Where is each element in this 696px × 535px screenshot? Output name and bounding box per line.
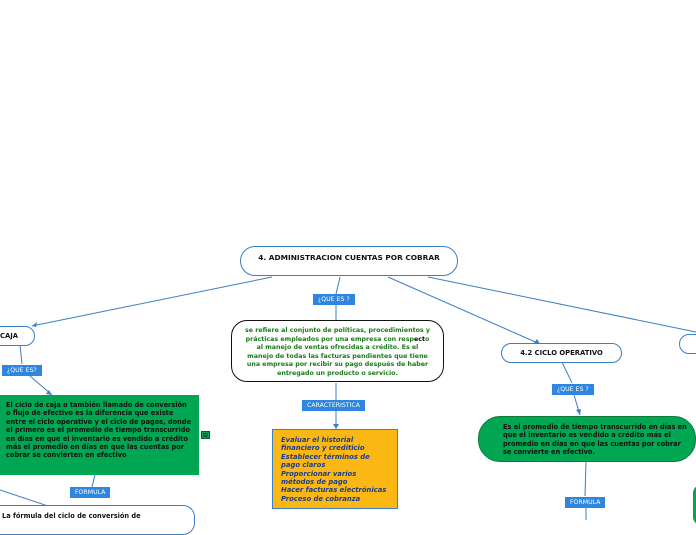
characteristic-line: Proporcionar varios — [281, 469, 357, 478]
definition-node[interactable]: se refiere al conjunto de políticas, pro… — [231, 320, 444, 382]
partial-green-node[interactable] — [693, 485, 696, 525]
notes-icon-glyph — [203, 433, 208, 437]
topic-caja-label: CAJA — [0, 332, 18, 340]
edge-green-formula-right — [584, 461, 587, 497]
edge-root-tag — [335, 276, 341, 295]
notes-icon[interactable] — [201, 431, 210, 439]
characteristic-line: métodos de pago — [281, 478, 348, 487]
tag-que-es[interactable]: ¿QUE ES ? — [313, 294, 355, 305]
edge-root-caja — [31, 276, 273, 327]
topic-ciclo-operativo-label: 4.2 CICLO OPERATIVO — [520, 349, 603, 357]
tag-que-es-right[interactable]: ¿QUE ES ? — [552, 384, 594, 395]
edge-ciclo-tag — [561, 361, 573, 384]
characteristic-line: Proceso de cobranza — [281, 494, 361, 503]
characteristic-line: Hacer facturas electrónicas — [281, 486, 387, 495]
definition-text-cont: o al manejo de ventas ofrecidas a crédit… — [246, 335, 430, 377]
arrowhead — [32, 322, 37, 327]
edge-root-ciclo — [387, 276, 541, 345]
root-title: 4. ADMINISTRACION CUENTAS POR COBRAR — [258, 253, 440, 262]
root-topic[interactable]: 4. ADMINISTRACION CUENTAS POR COBRAR — [240, 246, 458, 276]
characteristic-line: financiero y crediticio — [281, 444, 365, 453]
arrowhead — [534, 339, 540, 344]
caja-definition-node[interactable]: El ciclo de caja o también llamado de co… — [0, 395, 199, 475]
tag-formula-left[interactable]: FORMULA — [70, 487, 111, 498]
arrowhead — [576, 409, 581, 415]
definition-highlight: ect — [413, 335, 425, 343]
characteristic-line: pago claros — [281, 461, 326, 470]
ciclo-definition-text: Es el promedio de tiempo transcurrido en… — [503, 423, 687, 457]
topic-caja[interactable]: CAJA — [0, 326, 35, 346]
edge-root-right — [427, 276, 696, 333]
caja-definition-text: El ciclo de caja o también llamado de co… — [6, 401, 192, 460]
tag-que-es-left[interactable]: ¿QUE ES? — [2, 365, 42, 376]
arrowhead — [46, 390, 52, 395]
characteristics-node[interactable]: Evaluar el historial financiero y credit… — [272, 429, 398, 509]
formula-text-left: La fórmula del ciclo de conversión de — [2, 512, 141, 520]
characteristic-line: Evaluar el historial — [281, 436, 354, 444]
mind-map-canvas: 4. ADMINISTRACION CUENTAS POR COBRAR ¿QU… — [0, 246, 696, 535]
arrowhead — [333, 424, 339, 429]
topic-ciclo-operativo[interactable]: 4.2 CICLO OPERATIVO — [501, 343, 622, 363]
characteristic-line: Establecer términos de — [281, 452, 370, 461]
definition-text: se refiere al conjunto de políticas, pro… — [245, 327, 430, 343]
tag-caracteristica[interactable]: CARACTERISTICA — [302, 400, 365, 411]
formula-node-left[interactable]: La fórmula del ciclo de conversión de — [0, 505, 195, 535]
tag-formula-right[interactable]: FORMULA — [565, 497, 606, 508]
topic-partial-right[interactable] — [679, 334, 696, 354]
connector-lines — [0, 276, 696, 520]
ciclo-definition-node[interactable]: Es el promedio de tiempo transcurrido en… — [478, 416, 696, 462]
edge-caja-tag — [19, 344, 23, 365]
edge-green-formula — [91, 474, 96, 488]
